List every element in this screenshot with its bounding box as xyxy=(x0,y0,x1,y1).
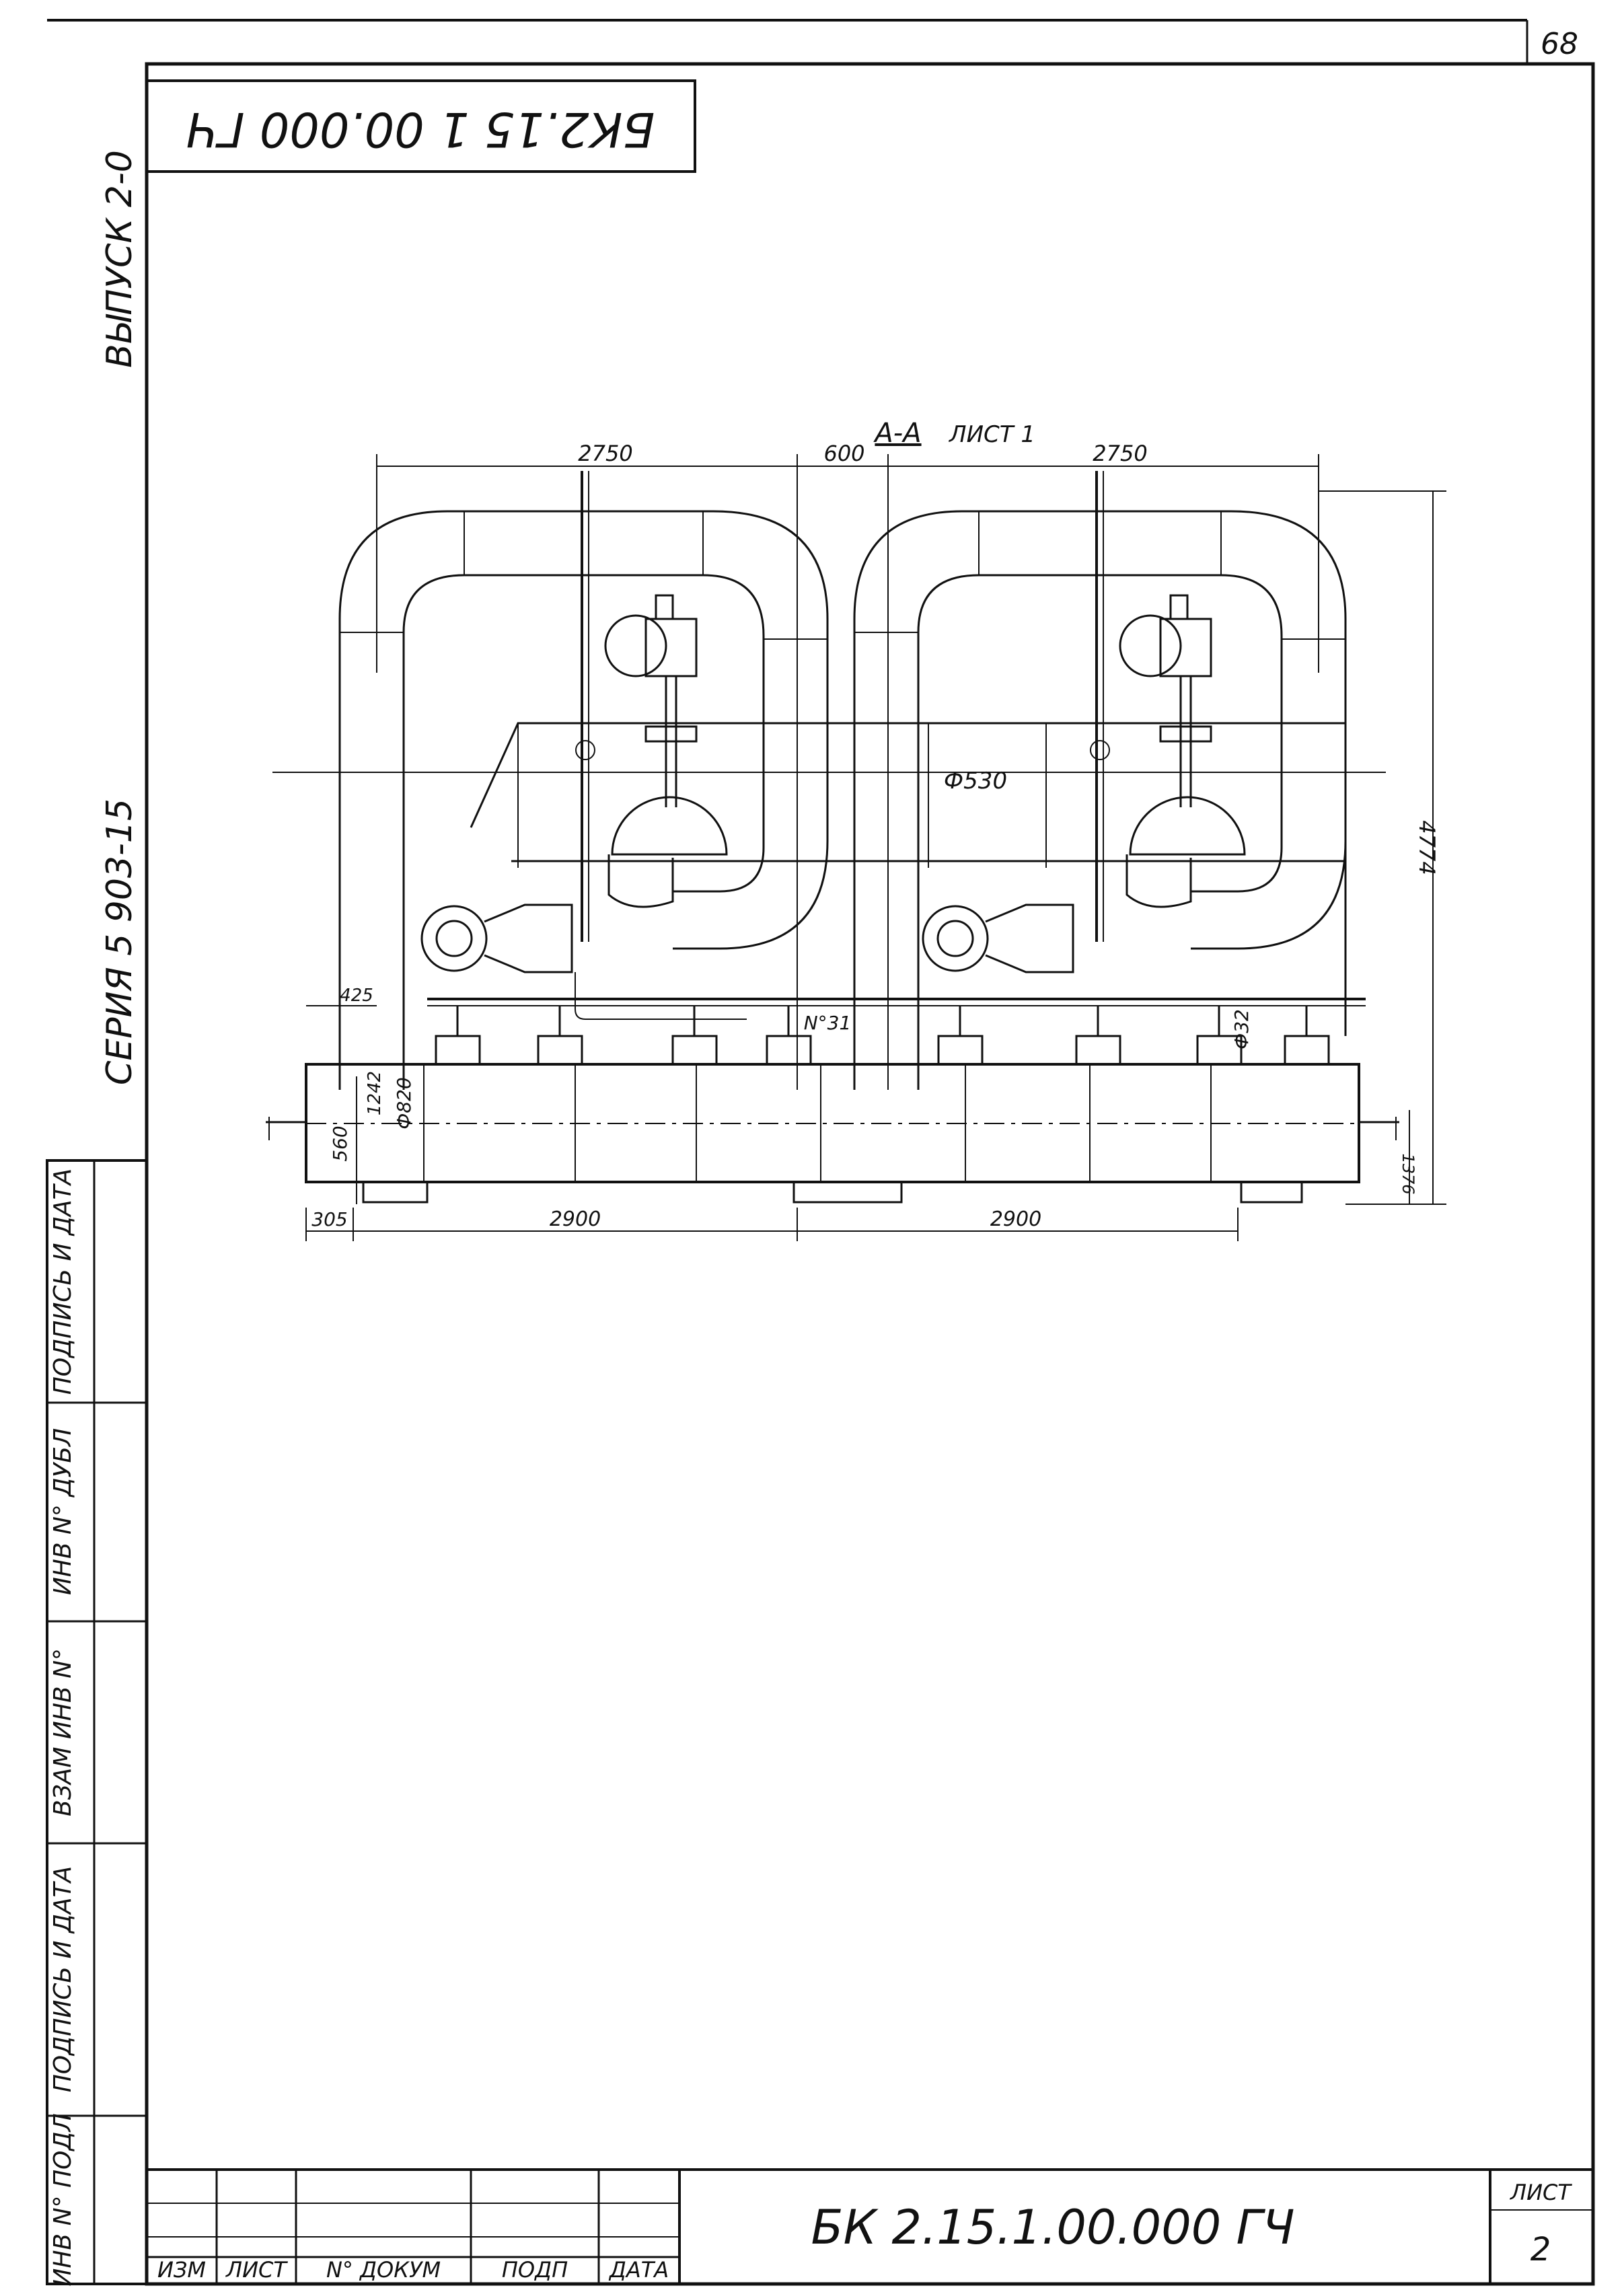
dim-main-diameter: Ф820 xyxy=(393,1077,415,1130)
title-col-date: ДАТА xyxy=(608,2257,669,2283)
dim-header-diameter: Ф530 xyxy=(944,768,1007,795)
side-stamp-label-3: ВЗАМ ИНВ N° xyxy=(49,1648,77,1816)
document-code: БК 2.15.1.00.000 ГЧ xyxy=(811,2200,1294,2255)
right-motor xyxy=(1119,614,1182,677)
title-col-list: ЛИСТ xyxy=(225,2257,288,2283)
left-u-pipe-outer xyxy=(338,510,829,1090)
issue-label: ВЫПУСК 2-0 xyxy=(100,150,140,368)
section-drawing: А-А ЛИСТ 1 2750 600 2750 4774 xyxy=(266,418,1446,1241)
right-pump-body xyxy=(1129,796,1246,856)
dim-top-right: 2750 xyxy=(1093,441,1147,466)
upside-down-stamp-box xyxy=(145,79,696,173)
pipe-note: N°31 xyxy=(804,1012,852,1034)
dim-base-height: 560 xyxy=(329,1125,351,1161)
dim-lower-pipe: 1242 xyxy=(365,1071,385,1115)
dim-top-gap: 600 xyxy=(823,441,864,466)
dim-bottom-left-span: 2900 xyxy=(550,1208,601,1231)
left-u-pipe-inner xyxy=(402,574,765,1090)
supports xyxy=(435,1006,1330,1066)
header-housing xyxy=(470,722,1347,862)
title-col-izm: ИЗМ xyxy=(157,2257,206,2283)
dim-small-diameter: Ф32 xyxy=(1230,1009,1253,1049)
side-stamp-label-1: ИНВ N° ПОДЛ xyxy=(49,2113,77,2286)
dim-right-base: 1376 xyxy=(1399,1153,1417,1194)
dim-top-left: 2750 xyxy=(578,441,632,466)
title-col-sign: ПОДП xyxy=(502,2257,568,2283)
sheet-label: ЛИСТ xyxy=(1510,2180,1572,2205)
page-number: 68 xyxy=(1541,27,1578,61)
dim-height-total: 4774 xyxy=(1414,820,1440,875)
upside-down-stamp-code: БК2.15 1 00.000 ГЧ xyxy=(186,102,655,157)
left-pump-body xyxy=(611,796,728,856)
section-note: ЛИСТ 1 xyxy=(948,421,1035,448)
inner-frame xyxy=(145,62,1595,2286)
section-label: А-А xyxy=(873,418,921,449)
dim-bottom-right-span: 2900 xyxy=(990,1208,1041,1231)
left-motor xyxy=(604,614,667,677)
dim-bottom-left-offset: 305 xyxy=(311,1208,347,1230)
side-stamp-label-4: ИНВ N° ДУБЛ xyxy=(49,1428,77,1595)
sheet-number: 2 xyxy=(1530,2231,1551,2268)
side-stamp: ИНВ N° ПОДЛ ПОДПИСЬ И ДАТА ВЗАМ ИНВ N° И… xyxy=(46,1159,148,2287)
side-stamp-label-2: ПОДПИСЬ И ДАТА xyxy=(49,1866,77,2093)
side-stamp-label-5: ПОДПИСЬ И ДАТА xyxy=(49,1169,77,1395)
right-inlet-flange xyxy=(922,905,989,972)
title-col-docnum: N° ДОКУМ xyxy=(326,2257,441,2283)
dim-left-offset: 425 xyxy=(340,986,373,1006)
title-block: ИЗМ ЛИСТ N° ДОКУМ ПОДП ДАТА БК 2.15.1.00… xyxy=(147,2168,1593,2284)
right-u-pipe-outer xyxy=(853,510,1347,1090)
right-u-pipe-inner xyxy=(917,574,1283,1090)
series-label: СЕРИЯ 5 903-15 xyxy=(100,799,140,1085)
left-inlet-flange xyxy=(420,905,488,972)
